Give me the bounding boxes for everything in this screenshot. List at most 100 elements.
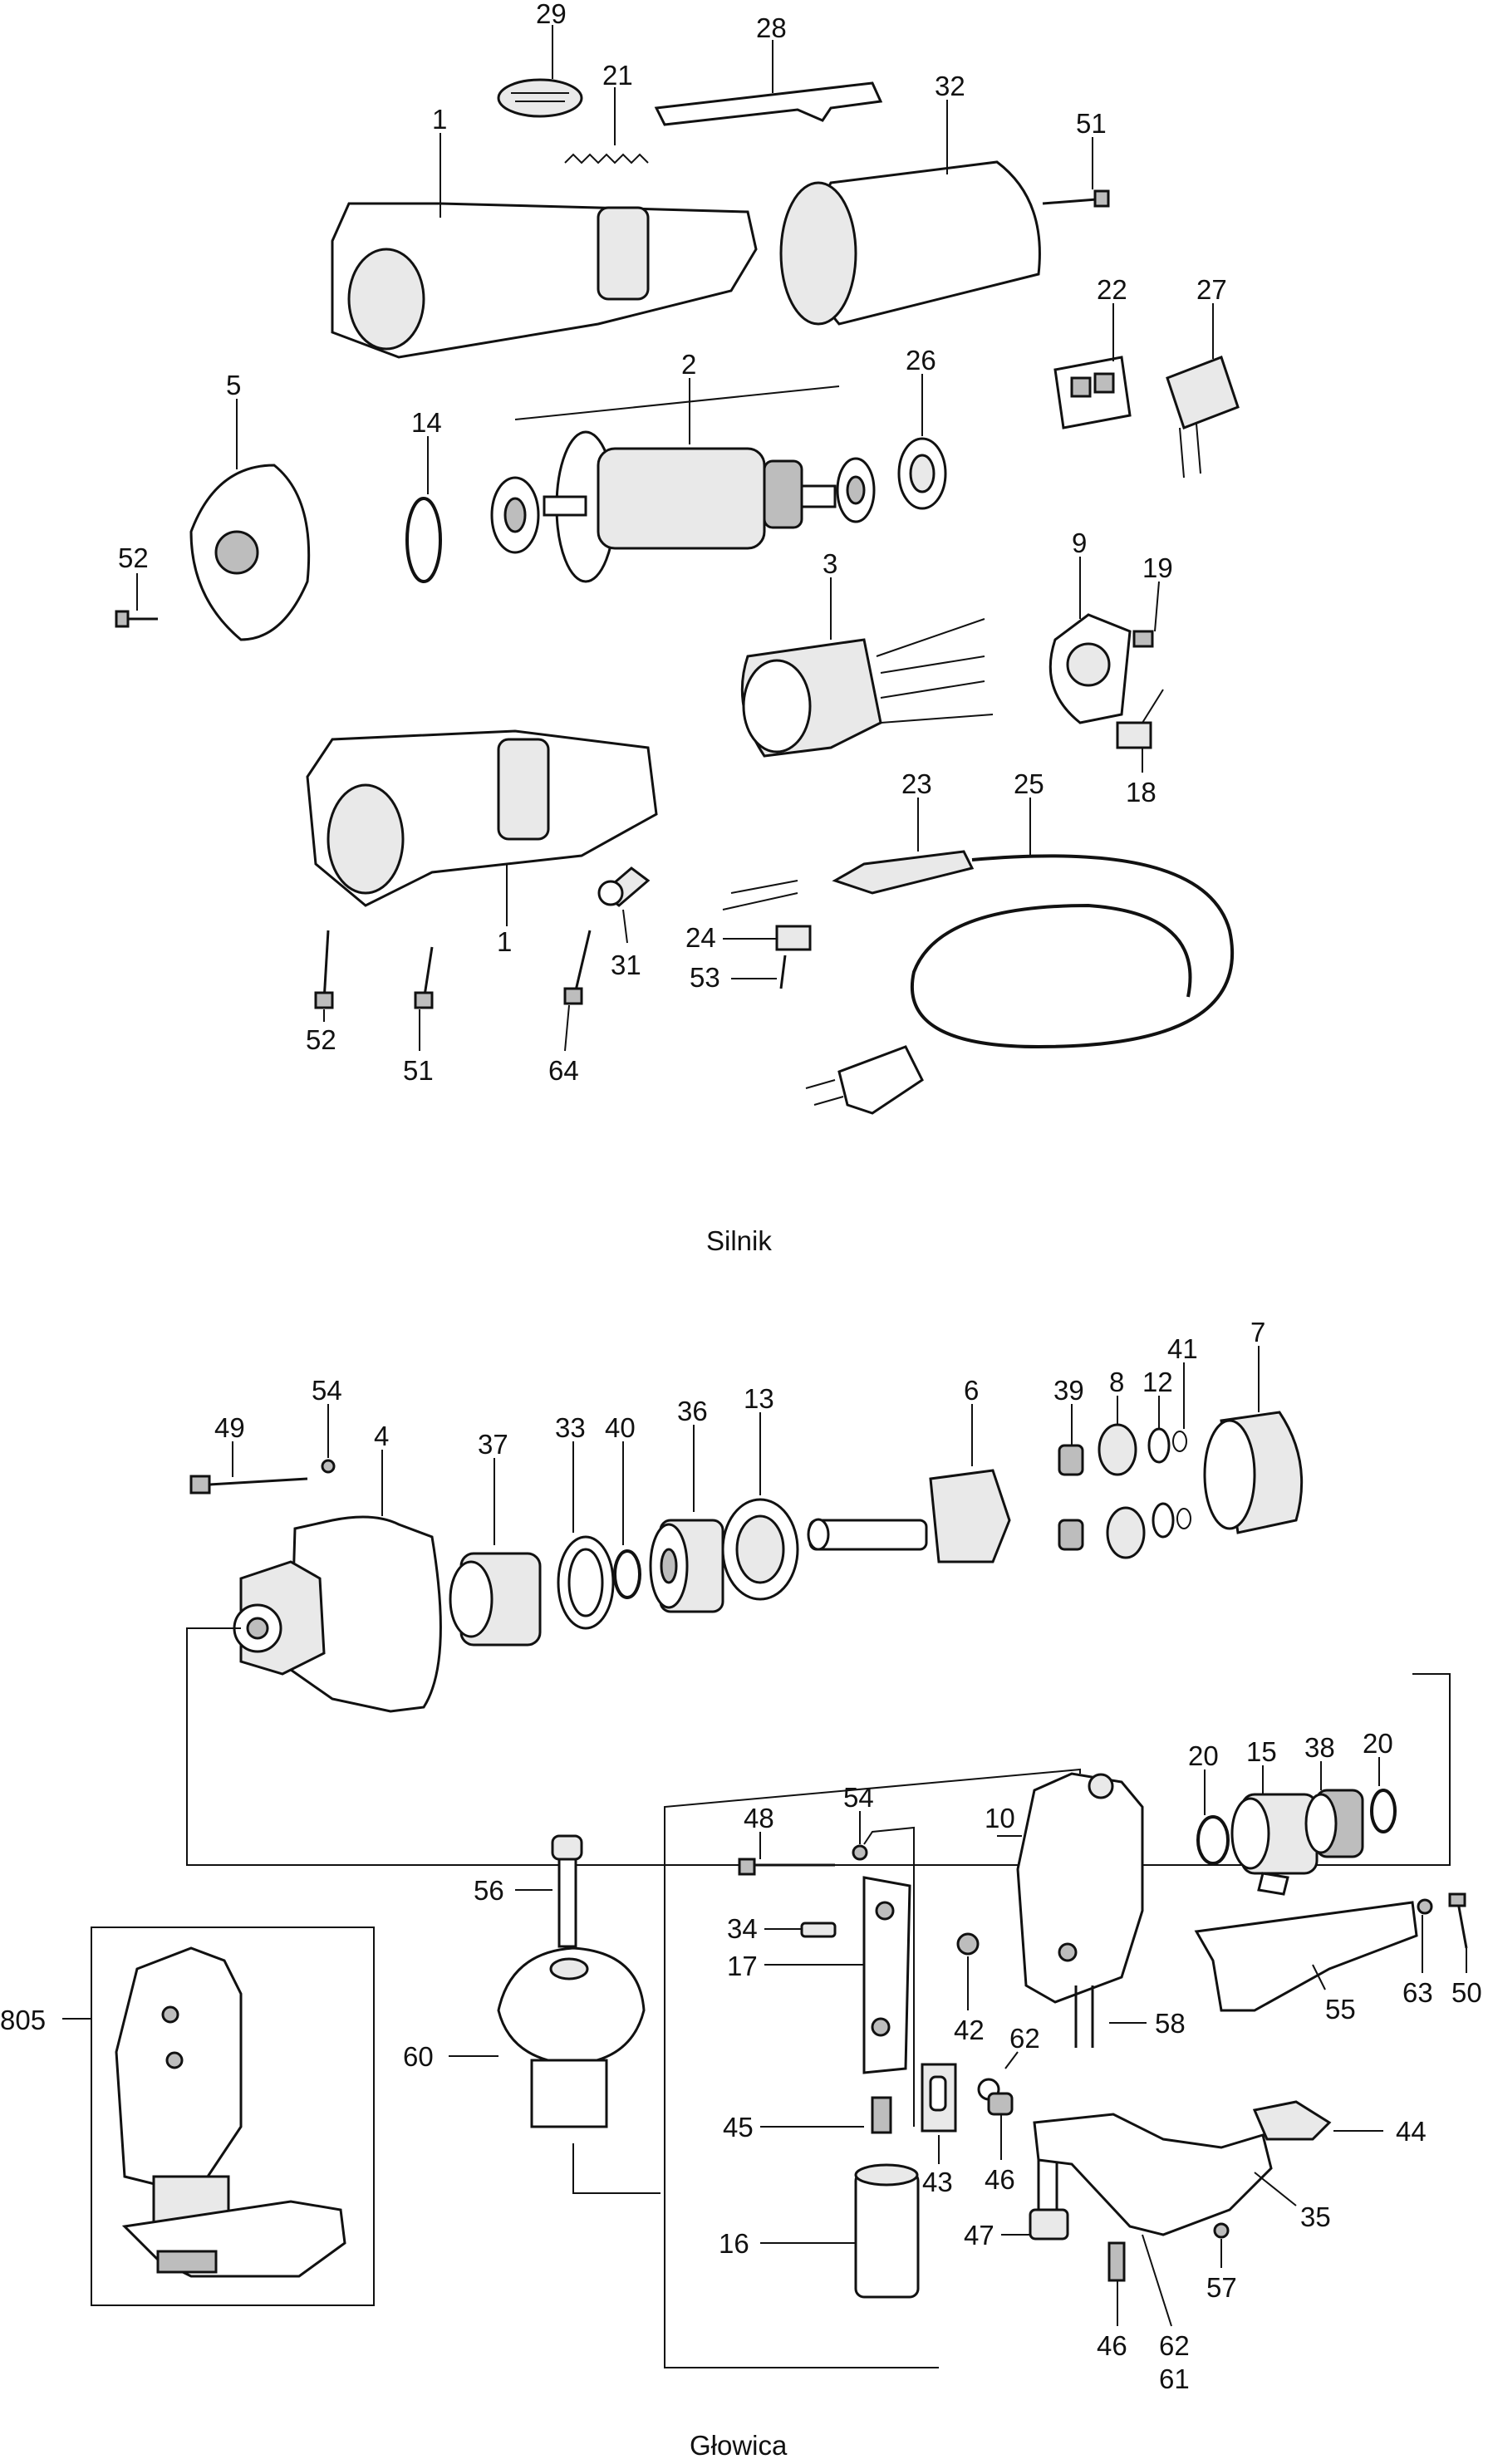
label-46-top: 46: [985, 2164, 1015, 2195]
label-19: 19: [1142, 552, 1173, 583]
label-26: 26: [906, 345, 936, 375]
label-57: 57: [1206, 2272, 1237, 2303]
part-32-motor-cover: [779, 100, 1041, 326]
part-8-gear: [1098, 1396, 1146, 1559]
label-44: 44: [1396, 2116, 1427, 2147]
label-62-top: 62: [1009, 2023, 1040, 2054]
part-39-needle-cage: [1058, 1404, 1084, 1551]
label-12: 12: [1142, 1367, 1173, 1397]
label-52-top: 52: [118, 542, 149, 573]
head-section: [62, 1346, 1468, 2368]
label-42: 42: [954, 2015, 985, 2045]
part-40-circlip: [613, 1441, 641, 1599]
part-53-screw: [731, 955, 787, 989]
label-54-mid: 54: [843, 1782, 874, 1813]
part-18-carbon-brush: [1116, 689, 1164, 773]
label-33: 33: [555, 1412, 586, 1443]
label-40: 40: [605, 1412, 636, 1443]
part-805-head-assembly: [62, 1927, 375, 2306]
part-15-sleeve: [1230, 1765, 1319, 1896]
part-63-washer: [1417, 1898, 1433, 1973]
part-44-plate: [1252, 2100, 1383, 2141]
label-13: 13: [744, 1383, 774, 1414]
label-58: 58: [1155, 2008, 1186, 2039]
label-61: 61: [1159, 2363, 1190, 2394]
label-56: 56: [474, 1875, 504, 1906]
part-45-screw: [760, 2096, 892, 2134]
part-14-o-ring: [405, 436, 442, 583]
part-6-eccentric-shaft: [807, 1404, 1011, 1563]
part-58-blade-pins: [1074, 1985, 1147, 2048]
part-33-ring: [557, 1441, 615, 1630]
part-16-tube: [760, 2163, 920, 2299]
part-54-washer-top: [321, 1404, 336, 1474]
label-60: 60: [403, 2041, 434, 2072]
label-6: 6: [964, 1375, 979, 1406]
label-53: 53: [690, 962, 720, 993]
label-48: 48: [744, 1803, 774, 1833]
label-35: 35: [1300, 2201, 1331, 2232]
label-21: 21: [602, 60, 633, 91]
label-4: 4: [374, 1421, 389, 1451]
label-39: 39: [1053, 1375, 1084, 1406]
label-27: 27: [1196, 274, 1227, 305]
part-50-screw: [1448, 1892, 1468, 1973]
label-25: 25: [1014, 768, 1044, 799]
caption-head: Głowica: [690, 2430, 788, 2461]
label-1-bottom: 1: [497, 926, 512, 957]
part-1-housing-top: [331, 133, 758, 359]
part-55-guard: [1194, 1901, 1418, 2012]
label-2: 2: [681, 349, 696, 380]
label-3: 3: [823, 548, 837, 579]
label-28: 28: [756, 12, 787, 43]
part-62-46-screw-bottom: [1107, 2234, 1172, 2327]
part-17-plunger: [764, 1826, 915, 2127]
part-2-armature: [514, 378, 840, 583]
label-62-bottom: 62: [1159, 2330, 1190, 2361]
part-62-washer-top: [977, 2051, 1019, 2101]
label-38: 38: [1304, 1732, 1335, 1763]
part-bearing-left: [490, 476, 540, 554]
part-49-long-screw: [189, 1441, 308, 1495]
part-57-washer: [1213, 2222, 1230, 2268]
part-3-stator: [740, 577, 994, 758]
part-21-spring: [564, 87, 649, 164]
part-number-labels: 29 28 21 1 32 51 22 27 2 26 5 14 52 3 9 …: [0, 0, 1482, 2394]
label-32: 32: [935, 71, 965, 101]
part-51-screw-top: [1042, 137, 1110, 208]
part-27-capacitor: [1166, 303, 1240, 479]
label-22: 22: [1097, 274, 1127, 305]
part-36-ball-bearing: [649, 1425, 724, 1613]
part-42-screw: [956, 1932, 980, 2010]
section-captions: Silnik Głowica: [690, 1225, 788, 2461]
label-24: 24: [685, 922, 716, 953]
part-9-brush-plate: [1048, 557, 1132, 724]
part-46-screw-top: [987, 2092, 1014, 2160]
label-47: 47: [964, 2220, 994, 2250]
part-29-switch-button: [497, 25, 583, 118]
label-37: 37: [478, 1429, 508, 1460]
label-46-bottom: 46: [1097, 2330, 1127, 2361]
label-23: 23: [901, 768, 932, 799]
part-26-bearing: [836, 374, 947, 523]
part-38-needle-bearing: [1304, 1761, 1364, 1858]
label-805: 805: [0, 2005, 46, 2035]
label-15: 15: [1246, 1736, 1277, 1767]
part-5-flange: [189, 399, 311, 641]
label-7: 7: [1250, 1317, 1265, 1347]
label-16: 16: [719, 2228, 749, 2259]
label-49: 49: [214, 1412, 245, 1443]
label-36: 36: [677, 1396, 708, 1426]
caption-motor: Silnik: [706, 1225, 772, 1256]
label-55: 55: [1325, 1994, 1356, 2025]
label-31: 31: [611, 950, 641, 980]
part-60-knob: [449, 1946, 661, 2194]
part-31-cable-clamp: [597, 866, 651, 944]
label-10: 10: [985, 1803, 1015, 1833]
part-64-screw: [563, 930, 592, 1052]
part-20-circlip-left: [1196, 1769, 1230, 1865]
label-9: 9: [1072, 528, 1087, 558]
part-10-head-body: [664, 1768, 1144, 2368]
part-1-housing-bottom: [306, 729, 658, 926]
